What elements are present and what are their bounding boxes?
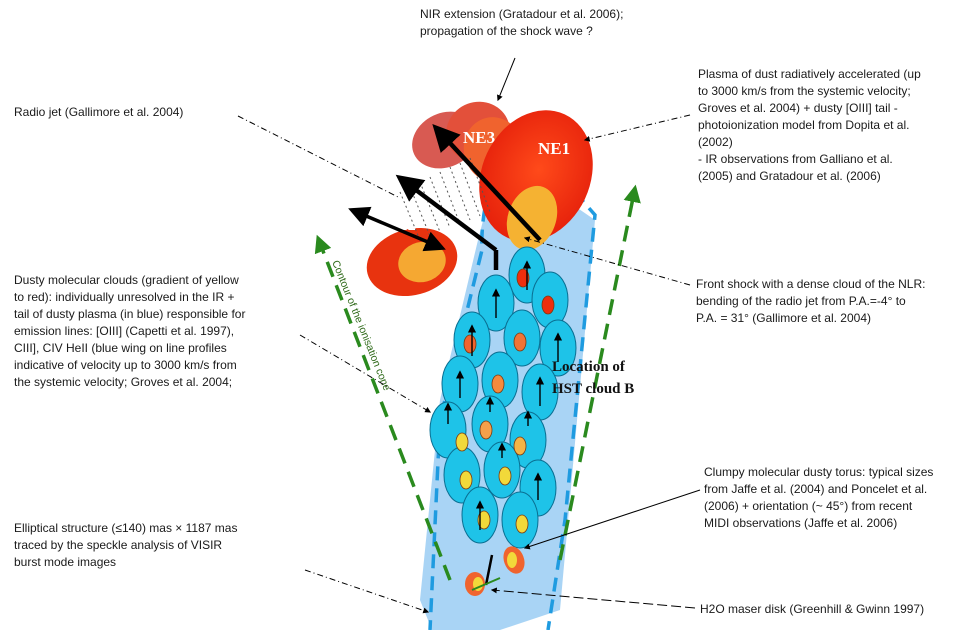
annotation-clumpy-torus: Clumpy molecular dusty torus: typical si… <box>704 464 933 532</box>
annotation-dusty-clouds: Dusty molecular clouds (gradient of yell… <box>14 272 245 391</box>
ne3-label: NE3 <box>463 128 495 147</box>
annotation-plasma: Plasma of dust radiatively accelerated (… <box>698 66 921 185</box>
annotation-front-shock: Front shock with a dense cloud of the NL… <box>696 276 925 327</box>
ne1-label: NE1 <box>538 139 570 158</box>
annotation-radio-jet: Radio jet (Gallimore et al. 2004) <box>14 104 183 121</box>
annotation-nir-extension: NIR extension (Gratadour et al. 2006); p… <box>420 6 623 40</box>
annotation-maser-disk: H2O maser disk (Greenhill & Gwinn 1997) <box>700 601 924 618</box>
hst-cloud-label: Location of HST cloud B <box>552 356 634 400</box>
annotation-elliptical-structure: Elliptical structure (≤140) mas × 1187 m… <box>14 520 237 571</box>
